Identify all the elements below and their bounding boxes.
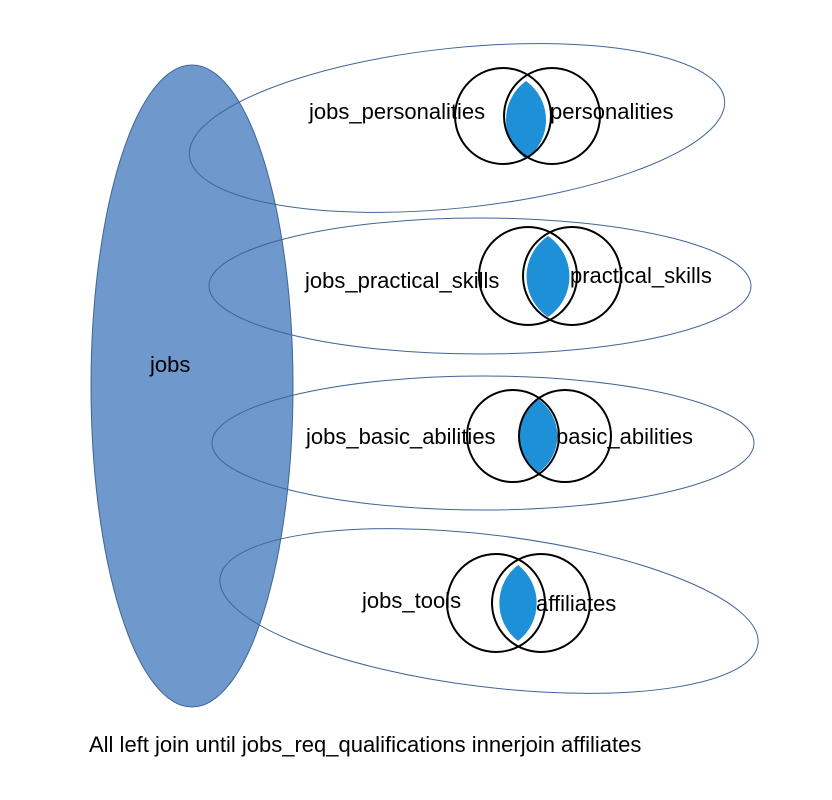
intersection-lens <box>499 565 537 641</box>
intersection-lens <box>518 399 558 473</box>
join-group-ellipse <box>219 528 759 694</box>
join-right-label: personalities <box>550 99 674 124</box>
intersection-lens <box>505 81 547 159</box>
join-right-label: affiliates <box>536 591 616 616</box>
join-group-personalities: jobs_personalities personalities <box>188 43 726 213</box>
intersection-lens <box>526 236 570 317</box>
join-left-label: jobs_personalities <box>308 99 485 124</box>
jobs-set-label: jobs <box>149 352 190 377</box>
diagram-caption: All left join until jobs_req_qualificati… <box>89 732 642 757</box>
join-left-label: jobs_basic_abilities <box>305 424 496 449</box>
venn-left-circle <box>478 226 578 326</box>
venn-left-circle <box>446 553 546 653</box>
join-left-label: jobs_practical_skills <box>304 268 499 293</box>
join-group-ellipse <box>208 217 752 355</box>
venn-left-circle <box>454 67 552 165</box>
venn-right-circle <box>522 226 622 326</box>
join-group-affiliates: jobs_tools affiliates <box>219 528 759 694</box>
jobs-set-ellipse <box>90 64 294 708</box>
join-right-label: practical_skills <box>570 263 712 288</box>
venn-left-circle <box>466 389 560 483</box>
join-group-ellipse <box>211 375 755 511</box>
join-left-label: jobs_tools <box>361 588 461 613</box>
venn-right-circle <box>503 67 601 165</box>
venn-right-circle <box>518 389 612 483</box>
join-group-ellipse <box>188 43 726 213</box>
join-group-basic-abilities: jobs_basic_abilities basic_abilities <box>211 375 755 511</box>
venn-right-circle <box>491 553 591 653</box>
join-group-practical-skills: jobs_practical_skills practical_skills <box>208 217 752 355</box>
join-right-label: basic_abilities <box>556 424 693 449</box>
